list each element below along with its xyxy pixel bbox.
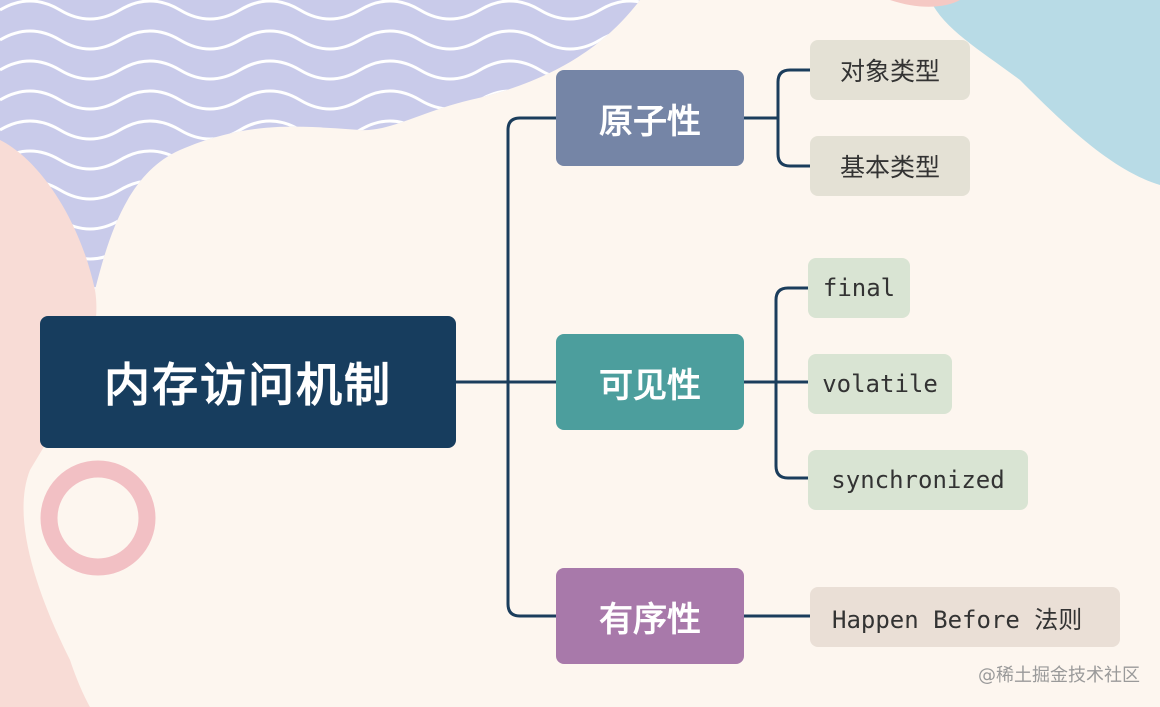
leaf-node-primitive-type: 基本类型 [810, 136, 970, 196]
root-label: 内存访问机制 [104, 358, 392, 412]
leaf-node-final: final [808, 258, 910, 318]
branch-node-ordering: 有序性 [556, 568, 744, 664]
leaf-label: synchronized [831, 466, 1005, 494]
lavender-blob [0, 0, 640, 290]
connector-root-spine [506, 116, 556, 618]
leaf-label: 基本类型 [839, 153, 940, 182]
leaf-label: final [822, 274, 896, 302]
blue-blob [930, 0, 1160, 185]
branch-node-visibility: 可见性 [556, 334, 744, 430]
watermark: @稀土掘金技术社区 [978, 665, 1140, 686]
leaf-label: Happen Before 法则 [832, 605, 1083, 634]
branch-node-atomicity: 原子性 [556, 70, 744, 166]
pink-sliver [890, 0, 960, 7]
branch-label: 可见性 [599, 365, 701, 406]
leaf-node-volatile: volatile [808, 354, 952, 414]
branch-label: 有序性 [599, 599, 701, 640]
connector-atomicity [744, 68, 810, 168]
leaf-node-synchronized: synchronized [808, 450, 1028, 510]
leaf-label: volatile [822, 370, 938, 398]
leaf-node-happen-before: Happen Before 法则 [810, 587, 1120, 647]
leaf-node-object-type: 对象类型 [810, 40, 970, 100]
leaf-label: 对象类型 [839, 57, 940, 86]
pink-ring [40, 460, 156, 576]
connector-visibility [742, 286, 808, 480]
branch-label: 原子性 [599, 101, 701, 142]
root-node: 内存访问机制 [40, 316, 456, 448]
